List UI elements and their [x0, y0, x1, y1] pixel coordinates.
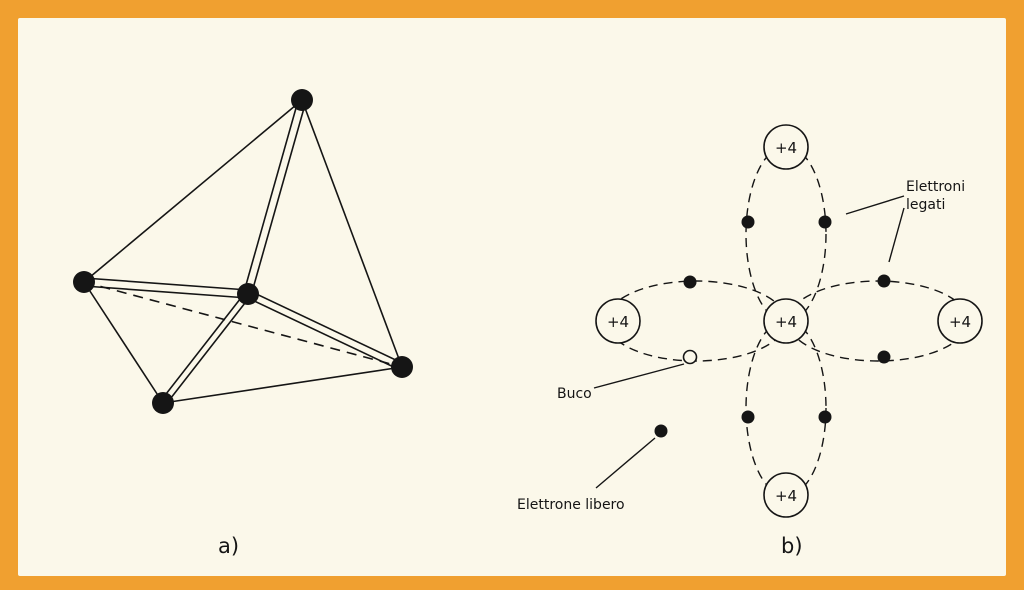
- atom-right-b: [937, 298, 983, 344]
- atom-bottom-charge: +4: [775, 487, 797, 505]
- atom-center-charge: +4: [775, 313, 797, 331]
- electron-top-right: [818, 215, 832, 229]
- diagram-panel: [18, 18, 1006, 576]
- double-bond-left: [83, 277, 249, 299]
- atom-center: [237, 283, 259, 305]
- edge-bottom-right: [162, 366, 403, 404]
- bond-lobe-bottom: [745, 319, 827, 497]
- caption-b: b): [781, 534, 803, 558]
- leader-hole: [593, 363, 685, 389]
- bond-lobe-top: [745, 145, 827, 323]
- caption-a: a): [218, 534, 239, 558]
- double-bond-bottom: [158, 293, 253, 404]
- electron-bottom-right: [818, 410, 832, 424]
- leader-lines: [593, 195, 905, 489]
- leader-bound-2: [888, 207, 905, 263]
- leader-free: [595, 437, 656, 489]
- edge-top-left: [83, 99, 303, 283]
- atom-top-b: [763, 124, 809, 170]
- atom-left-charge: +4: [607, 313, 629, 331]
- electron-bottom-left: [741, 410, 755, 424]
- bound-electrons: [683, 215, 891, 424]
- label-free-electron: Elettrone libero: [517, 497, 625, 513]
- atom-right: [391, 356, 413, 378]
- edge-left-bottom: [83, 281, 164, 404]
- atom-bottom: [152, 392, 174, 414]
- atom-top-charge: +4: [775, 139, 797, 157]
- electron-right-top: [877, 274, 891, 288]
- tetrahedron-diagram: [83, 99, 403, 404]
- electron-top-left: [741, 215, 755, 229]
- atom-center-b: [763, 298, 809, 344]
- label-hole: Buco: [557, 386, 592, 402]
- atom-left-b: [595, 298, 641, 344]
- double-bond-top: [243, 100, 307, 293]
- atom-bottom-b: [763, 472, 809, 518]
- lattice-atoms: [595, 124, 983, 518]
- free-electron: [654, 424, 668, 438]
- leader-bound-1: [845, 195, 905, 215]
- hole-electron: [682, 349, 698, 365]
- atom-left: [73, 271, 95, 293]
- edge-hidden-dashed: [83, 281, 403, 368]
- label-bound-line2: legati: [906, 197, 945, 213]
- edge-top-right: [301, 99, 403, 368]
- label-bound-line1: Elettroni: [906, 179, 965, 195]
- atom-right-charge: +4: [949, 313, 971, 331]
- tetrahedron-atoms: [73, 89, 413, 414]
- atom-top: [291, 89, 313, 111]
- electron-right-bottom: [877, 350, 891, 364]
- double-bond-right: [247, 289, 403, 372]
- electron-left-top: [683, 275, 697, 289]
